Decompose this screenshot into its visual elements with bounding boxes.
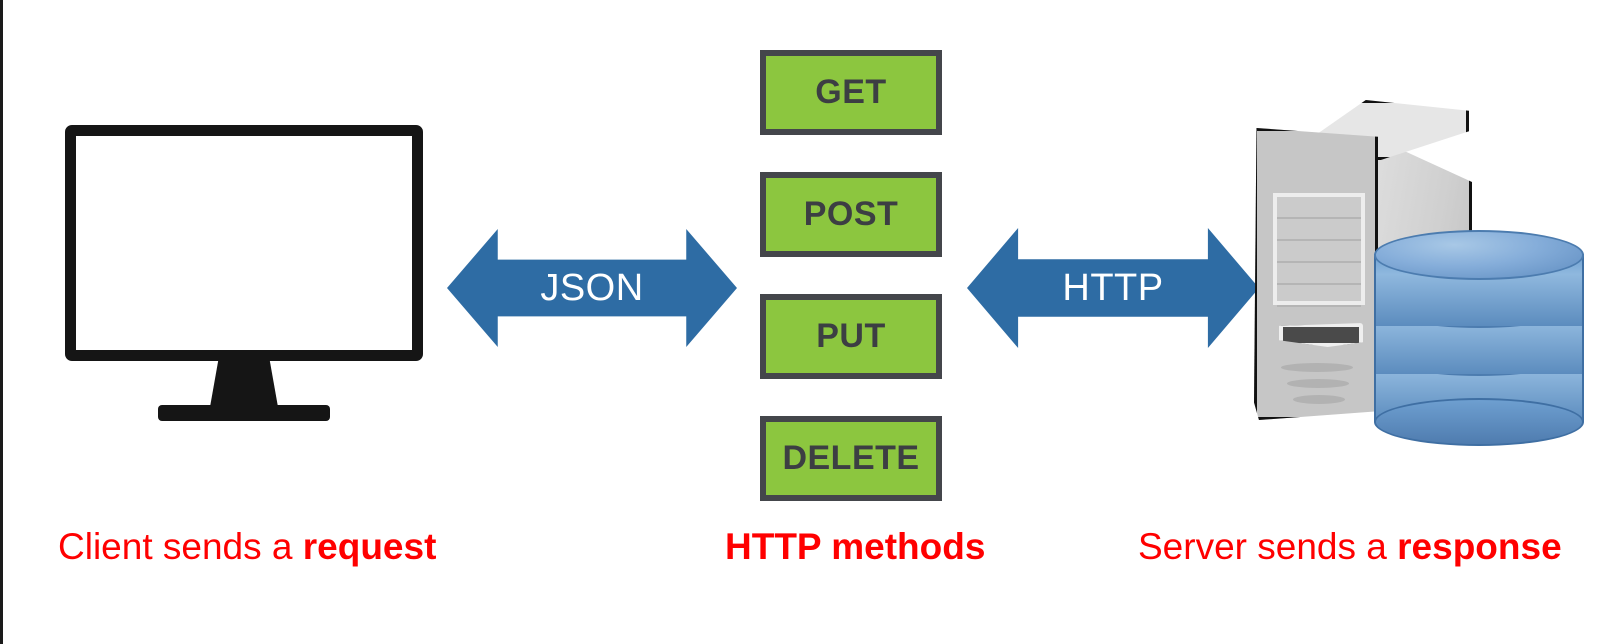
tower-optical-drive-slot xyxy=(1279,323,1363,347)
method-label: DELETE xyxy=(782,439,920,477)
server-caption-prefix: Server sends a xyxy=(1138,526,1398,567)
monitor-base xyxy=(158,405,330,421)
client-caption-prefix: Client sends a xyxy=(58,526,303,567)
method-label: GET xyxy=(815,73,887,111)
tower-drive-bays xyxy=(1273,193,1365,307)
database-cylinder-icon xyxy=(1374,230,1584,446)
method-label: POST xyxy=(803,195,899,233)
tower-vent-line xyxy=(1281,363,1353,372)
server-tower-database-icon xyxy=(1246,100,1591,446)
methods-caption: HTTP methods xyxy=(725,526,986,567)
method-label: PUT xyxy=(816,317,886,355)
http-methods-stack: GET POST PUT DELETE xyxy=(760,50,942,501)
desktop-monitor-icon xyxy=(65,125,425,423)
method-box-post[interactable]: POST xyxy=(760,172,942,257)
server-caption-bold: response xyxy=(1397,526,1562,567)
method-box-put[interactable]: PUT xyxy=(760,294,942,379)
database-disc-bottom xyxy=(1374,398,1584,446)
monitor-neck xyxy=(210,361,278,407)
method-box-delete[interactable]: DELETE xyxy=(760,416,942,501)
server-caption: Server sends a response xyxy=(1138,528,1562,565)
monitor-screen xyxy=(65,125,423,361)
client-caption: Client sends a request xyxy=(58,528,436,565)
http-arrow-label: HTTP xyxy=(1062,267,1164,309)
http-arrow: HTTP xyxy=(967,228,1259,348)
tower-vent-line xyxy=(1287,379,1349,388)
tower-vent-line xyxy=(1293,395,1345,404)
json-arrow-label: JSON xyxy=(540,267,644,309)
database-disc-top xyxy=(1374,230,1584,280)
database-disc xyxy=(1374,230,1584,326)
tower-front-face xyxy=(1254,128,1378,420)
json-arrow: JSON xyxy=(447,229,737,347)
method-box-get[interactable]: GET xyxy=(760,50,942,135)
server-tower xyxy=(1254,100,1472,420)
client-caption-bold: request xyxy=(302,526,437,567)
